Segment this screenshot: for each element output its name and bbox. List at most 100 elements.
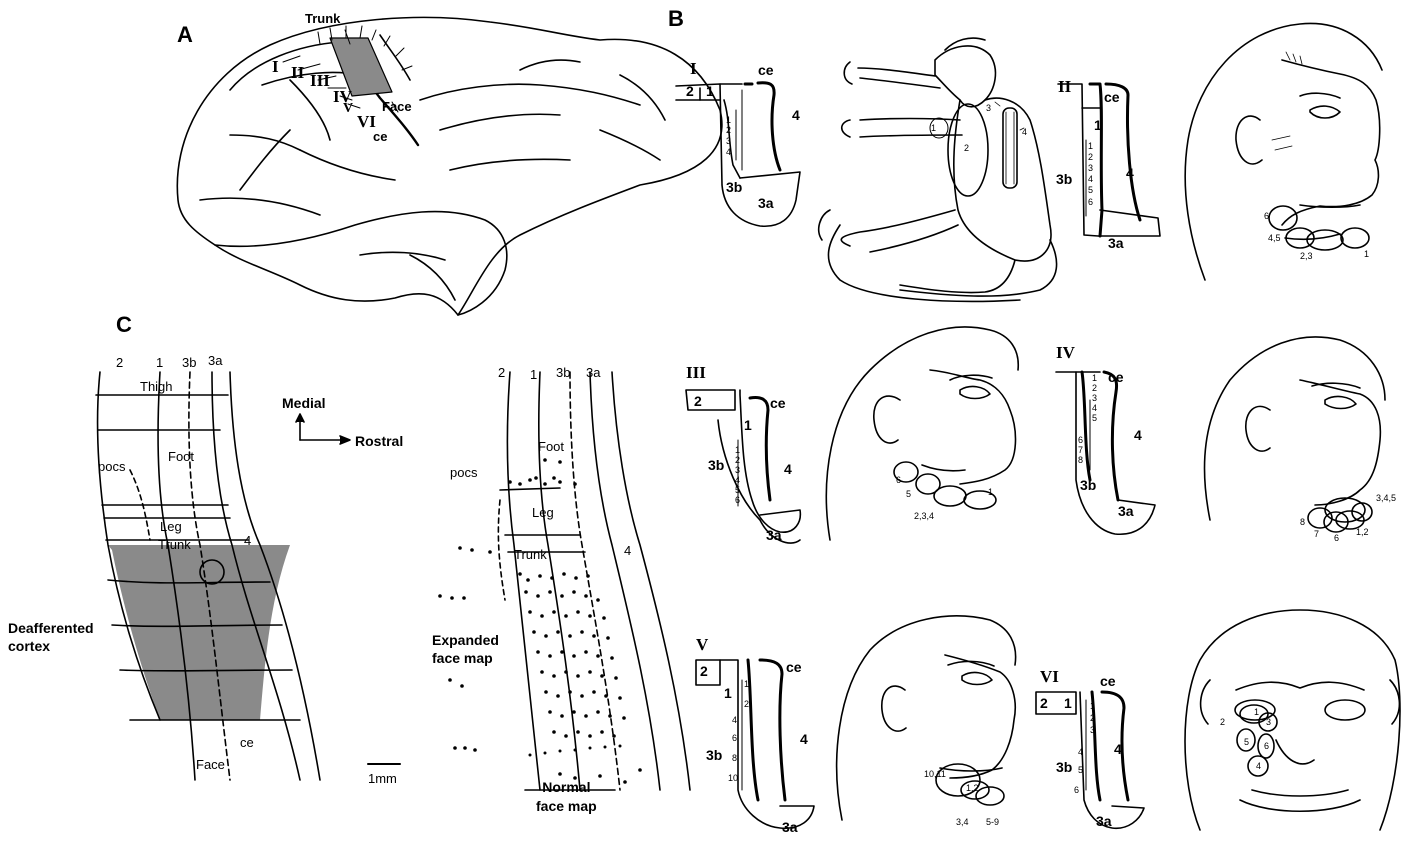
panel-C-letter: C: [116, 314, 132, 336]
case-I-ce: ce: [758, 63, 774, 77]
brain-roman-II: II: [291, 64, 304, 81]
case-IV-cortex: [1056, 372, 1155, 534]
case-IV-site: 2: [1092, 384, 1097, 393]
case-V-face-field: 10,11: [924, 770, 946, 779]
case-V-face-field: 3,4: [956, 818, 969, 827]
case-II-area-4: 4: [1126, 166, 1134, 180]
case-I-cortex: [676, 83, 800, 226]
left-map-pocs: pocs: [98, 460, 125, 473]
case-III-face-field: 6: [896, 476, 901, 485]
case-III-area-2: 2: [694, 394, 702, 408]
case-VI-site: 6: [1074, 786, 1079, 795]
case-V-site: 8: [732, 754, 737, 763]
case-I-area-2: 2: [686, 84, 694, 98]
monkey-drawing: [819, 38, 1057, 301]
case-III-site: 3: [735, 466, 740, 475]
case-IV-area-4: 4: [1134, 428, 1142, 442]
left-map-col-2: 2: [116, 356, 123, 369]
case-VI-site: 4: [1078, 748, 1083, 757]
case-I-site: 1: [726, 116, 731, 125]
case-III-site: 1: [735, 446, 740, 455]
case-IV-site: 3: [1092, 394, 1097, 403]
scale-label: 1mm: [368, 772, 397, 785]
case-II-area-3a: 3a: [1108, 236, 1124, 250]
case-IV-site: 8: [1078, 456, 1083, 465]
brain-trunk-label: Trunk: [305, 12, 340, 25]
case-III-area-1: 1: [744, 418, 752, 432]
case-V-site: 1: [744, 680, 749, 689]
case-VI-site: 2: [1090, 714, 1095, 723]
right-map-area-4: 4: [624, 544, 631, 557]
case-V-label: V: [696, 636, 708, 653]
brain-roman-III: III: [310, 72, 330, 89]
compass-rostral: Rostral: [355, 434, 403, 448]
case-II-area-1: 1: [1094, 118, 1102, 132]
case-III-ce: ce: [770, 396, 786, 410]
case-IV-ce: ce: [1108, 370, 1124, 384]
case-II-head: [1185, 23, 1382, 280]
left-map-drawing: [96, 372, 320, 780]
case-III-face-field: 2,3,4: [914, 512, 934, 521]
case-IV-site: 5: [1092, 414, 1097, 423]
case-VI-face-field: 4: [1256, 762, 1261, 771]
right-map-col-2: 2: [498, 366, 505, 379]
right-map-leg: Leg: [532, 506, 554, 519]
case-VI-label: VI: [1040, 668, 1059, 685]
case-V-cortex: [696, 660, 814, 828]
case-II-label: II: [1058, 78, 1071, 95]
right-map-foot: Foot: [538, 440, 564, 453]
case-VI-area-1: 1: [1064, 696, 1072, 710]
case-I-label: I: [690, 60, 697, 77]
monkey-field-label: 4: [1022, 128, 1027, 137]
brain-roman-I: I: [272, 58, 279, 75]
case-II-face-field: 6: [1264, 212, 1269, 221]
normal-face-map-label: Normal face map: [536, 778, 597, 816]
deafferented-cortex-label: Deafferented cortex: [8, 620, 94, 655]
case-IV-site: 7: [1078, 446, 1083, 455]
case-III-site: 5: [735, 486, 740, 495]
case-VI-face-field: 2: [1220, 718, 1225, 727]
case-V-face-field: 1,2: [966, 784, 979, 793]
case-VI-site: 3: [1090, 726, 1095, 735]
case-I-site: 4: [726, 148, 731, 157]
case-VI-face-field: 6: [1264, 742, 1269, 751]
left-map-foot: Foot: [168, 450, 194, 463]
case-VI-ce: ce: [1100, 674, 1116, 688]
monkey-field-label: 3: [986, 104, 991, 113]
brain-roman-VI: VI: [357, 113, 376, 130]
monkey-field-label: 2: [964, 144, 969, 153]
case-VI-site: 5: [1078, 766, 1083, 775]
case-IV-face-field: 7: [1314, 530, 1319, 539]
left-map-leg: Leg: [160, 520, 182, 533]
left-map-col-3b: 3b: [182, 356, 196, 369]
right-map-col-3b: 3b: [556, 366, 570, 379]
case-IV-face-field: 3,4,5: [1376, 494, 1396, 503]
case-IV-area-3a: 3a: [1118, 504, 1134, 518]
case-V-area-2: 2: [700, 664, 708, 678]
case-I-area-4: 4: [792, 108, 800, 122]
case-V-head: [837, 616, 1016, 820]
case-V-site: 2: [744, 700, 749, 709]
case-V-site: 4: [732, 716, 737, 725]
case-II-face-field: 2,3: [1300, 252, 1313, 261]
panel-B-letter: B: [668, 8, 684, 30]
case-IV-site: 1: [1092, 374, 1097, 383]
case-IV-label: IV: [1056, 344, 1075, 361]
case-IV-site: 4: [1092, 404, 1097, 413]
case-I-site: 2: [726, 126, 731, 135]
panel-A-letter: A: [177, 24, 193, 46]
compass-medial: Medial: [282, 396, 326, 410]
case-IV-face-field: 1,2: [1356, 528, 1369, 537]
case-IV-head: [1205, 337, 1385, 532]
expanded-face-map-label: Expanded face map: [432, 632, 499, 667]
brain-face-label: Face: [382, 100, 412, 113]
case-II-site: 3: [1088, 164, 1093, 173]
case-V-area-4: 4: [800, 732, 808, 746]
case-VI-face-field: 1: [1254, 708, 1259, 717]
right-map-trunk: Trunk: [514, 548, 547, 561]
case-I-area-3b: 3b: [726, 180, 742, 194]
case-II-face-field: 4,5: [1268, 234, 1281, 243]
case-II-area-3b: 3b: [1056, 172, 1072, 186]
case-V-area-1: 1: [724, 686, 732, 700]
